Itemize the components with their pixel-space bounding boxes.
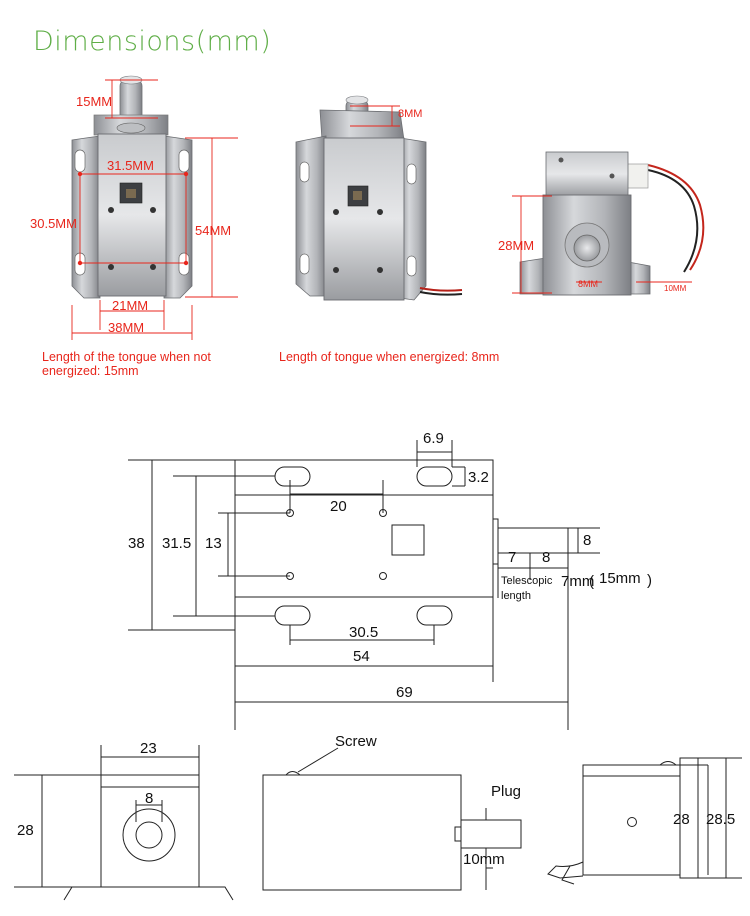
label-pin-8mm: 8MM: [578, 279, 598, 289]
dim-31-5: 31.5: [162, 535, 192, 552]
label-length: length: [501, 590, 531, 602]
dim-23: 23: [140, 740, 157, 757]
dim-7: 7: [508, 549, 517, 566]
label-28mm: 28MM: [498, 238, 535, 253]
dim-13: 13: [205, 535, 222, 552]
dim-7mm: 7mm: [561, 573, 595, 590]
label-54mm: 54MM: [195, 223, 232, 238]
dim-bore-8: 8: [145, 790, 154, 807]
page-title: Dimensions(mm): [33, 26, 272, 57]
dim-20: 20: [330, 498, 347, 515]
photo-angled-view: [295, 95, 463, 301]
label-tongue-15mm: 15MM: [76, 94, 113, 109]
dim-3-2: 3.2: [468, 469, 489, 486]
dim-plunger-8: 8: [583, 532, 592, 549]
label-21mm: 21MM: [112, 298, 149, 313]
dim-28-5: 28.5: [706, 811, 736, 828]
label-10mm: 10MM: [664, 284, 687, 293]
dim-38: 38: [128, 535, 145, 552]
dim-6-9: 6.9: [423, 430, 444, 447]
photo-front-view: [71, 75, 238, 340]
dim-15mm: 15mm: [599, 570, 641, 587]
dim-end-28: 28: [17, 822, 34, 839]
label-energized-8mm: 8MM: [398, 108, 423, 120]
dim-8: 8: [542, 549, 551, 566]
paren-close: ): [647, 572, 652, 589]
label-screw: Screw: [335, 733, 377, 750]
paren-open: (: [589, 573, 594, 590]
caption-tongue-energized: Length of tongue when energized: 8mm: [279, 350, 500, 364]
dim-69: 69: [396, 684, 413, 701]
caption-tongue-not-energized: Length of the tongue when not energized:…: [42, 350, 211, 378]
label-plug: Plug: [491, 783, 522, 800]
label-31-5mm: 31.5MM: [107, 158, 154, 173]
label-38mm: 38MM: [108, 320, 145, 335]
label-telescopic: Telescopic: [501, 575, 553, 587]
dim-rear-28: 28: [673, 811, 690, 828]
drawing-end-view: [14, 745, 234, 901]
dim-30-5: 30.5: [349, 624, 379, 641]
photo-side-view: [512, 151, 705, 296]
dim-54: 54: [353, 648, 370, 665]
label-30-5mm: 30.5MM: [30, 216, 77, 231]
dim-10mm: 10mm: [463, 851, 505, 868]
drawing-side-view: [262, 747, 522, 891]
